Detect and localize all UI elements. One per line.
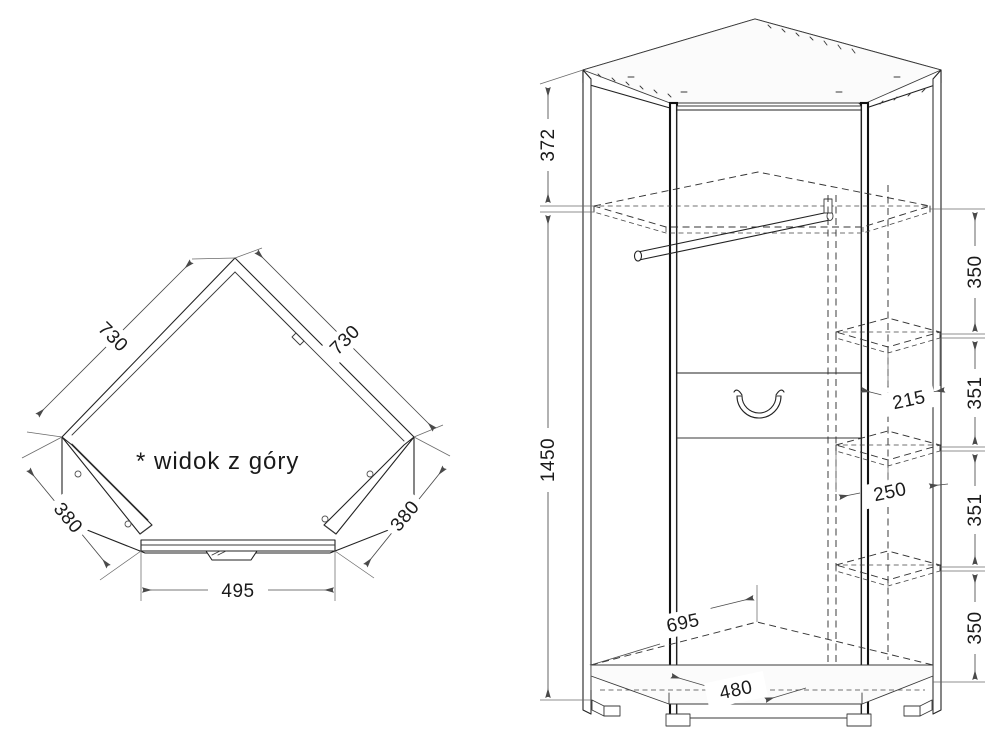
dim-label-351-lower: 351 xyxy=(965,493,986,526)
dim-label-372: 372 xyxy=(538,128,559,161)
dimension-1450: 1450 xyxy=(537,211,594,701)
dimension-351-upper: 351 xyxy=(940,337,986,448)
elevation-top-panel xyxy=(582,18,942,109)
dim-label-495: 495 xyxy=(221,581,254,602)
dimension-front-495: 495 xyxy=(140,551,336,602)
dimension-right-730: 730 xyxy=(234,247,444,438)
top-view-note-label: * widok z góry xyxy=(136,448,299,475)
elevation-view-group: 372 1450 350 xyxy=(537,18,986,727)
top-view-door-handle xyxy=(205,550,258,561)
dimension-350-top: 350 xyxy=(930,208,986,335)
dimension-350-bottom: 350 xyxy=(933,570,986,683)
dimension-215: 215 xyxy=(860,338,946,418)
dimension-480: 480 xyxy=(670,671,807,709)
elevation-door-handle xyxy=(733,389,785,419)
dim-label-350-top: 350 xyxy=(965,255,986,288)
top-view-front-door xyxy=(140,539,336,552)
dim-label-1450: 1450 xyxy=(538,438,559,482)
top-view-body-outline xyxy=(61,257,415,554)
dimension-695: 695 xyxy=(590,585,758,690)
elevation-internal-divider xyxy=(827,195,837,690)
dim-label-351-upper: 351 xyxy=(965,376,986,409)
elevation-left-side-panel xyxy=(582,69,592,715)
dimension-351-lower: 351 xyxy=(940,450,986,568)
elevation-feet xyxy=(591,699,933,727)
elevation-right-door-stile xyxy=(859,101,870,722)
dim-label-350-bottom: 350 xyxy=(965,611,986,644)
top-view-group: * widok z góry 730 730 xyxy=(21,247,451,602)
dimension-372: 372 xyxy=(537,69,594,207)
elevation-hanging-rail xyxy=(633,198,834,262)
